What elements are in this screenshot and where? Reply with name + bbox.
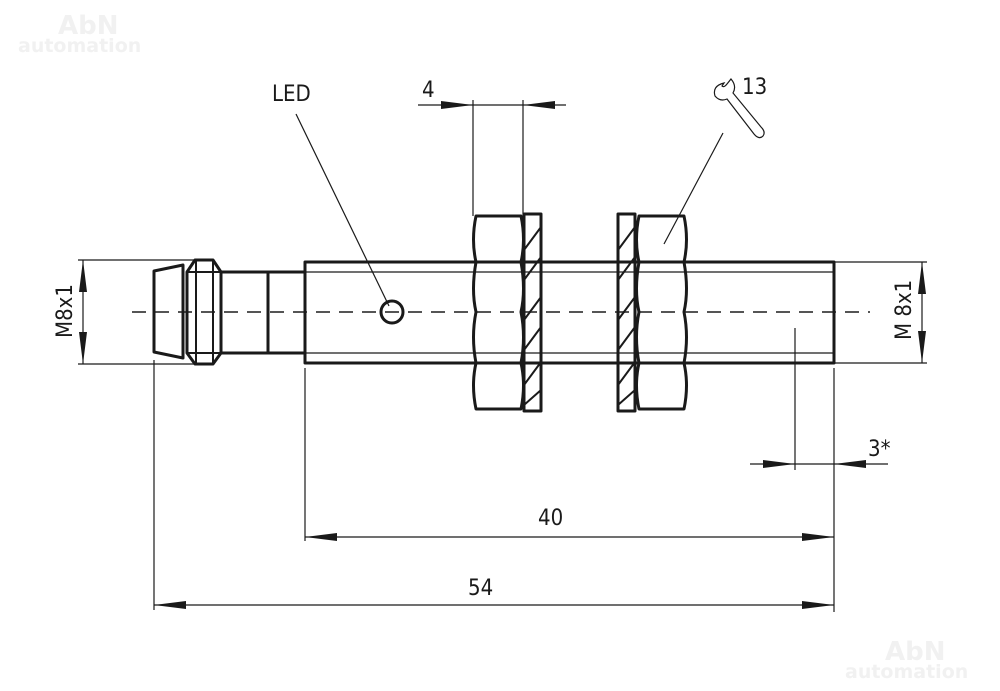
led-label: LED (272, 82, 311, 107)
dim-nut-thickness: 4 (418, 78, 566, 216)
watermark-top-text: automation (18, 35, 141, 57)
sensing-offset-label: 3* (868, 437, 891, 462)
body-length-label: 40 (538, 506, 563, 531)
watermark-bottom-logo: AbN (885, 637, 946, 667)
total-length-label: 54 (468, 576, 493, 601)
dim-sensing-offset: 3* (750, 328, 891, 612)
sensor-body (303, 260, 836, 365)
nut-thickness-label: 4 (422, 78, 435, 103)
nut-right (635, 214, 688, 411)
washer-right (616, 212, 637, 413)
watermark-bottom-text: automation (845, 661, 968, 683)
dim-total-length: 54 (153, 360, 834, 610)
wrench-size-label: 13 (742, 75, 767, 100)
wrench-icon (713, 78, 765, 139)
led-leader-line (295, 113, 390, 307)
thread-left-label: M8x1 (53, 284, 78, 338)
thread-right-label: M 8x1 (892, 280, 917, 340)
dim-thread-right: M 8x1 (834, 261, 927, 364)
watermark-top-logo: AbN (58, 11, 119, 41)
connector (152, 258, 305, 366)
dim-body-length: 40 (304, 368, 834, 541)
dim-thread-left: M8x1 (53, 259, 196, 365)
led-indicator (379, 299, 405, 325)
wrench-callout: 13 (663, 75, 767, 245)
washer-left (522, 212, 543, 413)
